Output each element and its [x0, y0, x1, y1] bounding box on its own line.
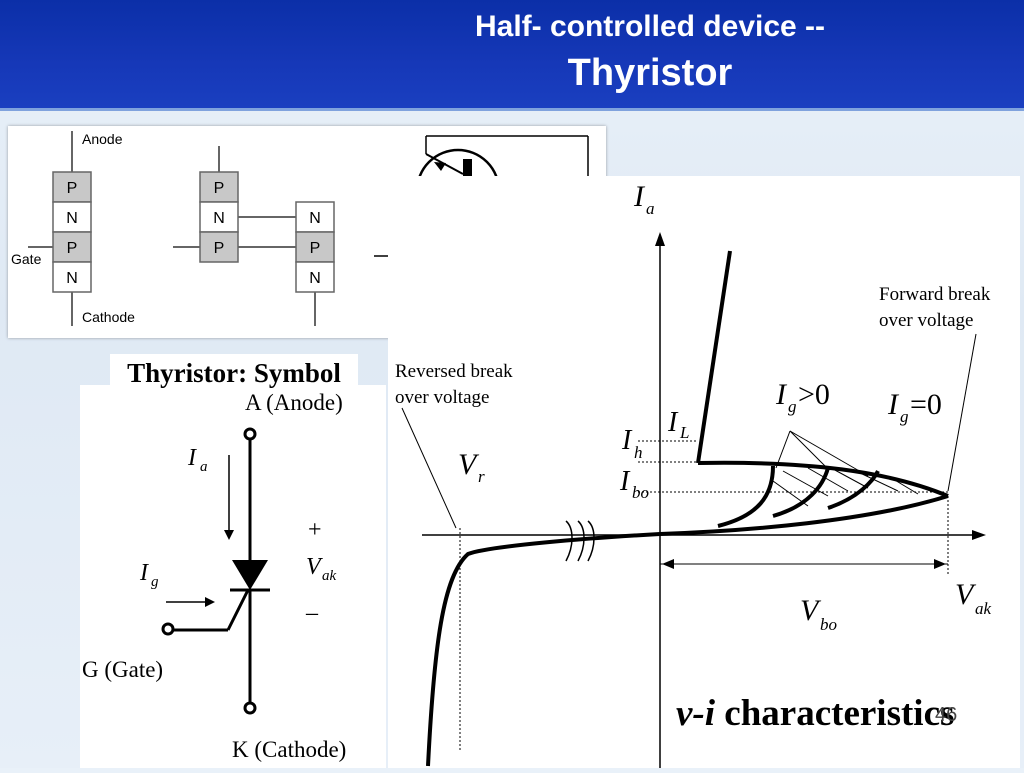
layer-p2-label: P [67, 240, 78, 257]
layer-p1-label: P [67, 180, 78, 197]
il-label: I [667, 407, 679, 438]
vr-sub: r [478, 467, 485, 486]
ia-label: I [187, 445, 197, 471]
plus-sign: + [308, 517, 322, 543]
symbol-heading: Thyristor: Symbol [110, 354, 358, 390]
characteristics-text: characteristics [715, 693, 955, 734]
symbol-panel: A (Anode) I a I g + V ak – G (Gate) K (C… [80, 385, 386, 768]
vak-axis-sub: ak [975, 599, 992, 618]
page-number: 46 [935, 704, 958, 726]
reversed-break-label-1: Reversed break [395, 361, 513, 382]
ia-sub: a [200, 459, 208, 475]
layer-n2-label: N [66, 270, 78, 287]
diode-triangle-icon [232, 560, 268, 590]
split-left-p: P [214, 180, 225, 197]
layer-n1-label: N [66, 210, 78, 227]
split-right-n2: N [309, 270, 321, 287]
forward-break-label-1: Forward break [879, 284, 991, 305]
vr-label: V [458, 448, 480, 481]
ig-zero-rest: =0 [910, 388, 942, 421]
vbo-sub: bo [820, 615, 837, 634]
vi-characteristic-curve: I a [395, 180, 992, 768]
split-left-n: N [213, 210, 225, 227]
reversed-break-label-2: over voltage [395, 387, 489, 408]
vbo-label: V [800, 594, 822, 627]
layer-n1 [52, 201, 92, 233]
ibo-label: I [619, 466, 631, 497]
slide-title-line1: Half- controlled device -- [474, 10, 826, 43]
slide-title-line2: Thyristor [567, 52, 733, 94]
anode-label: Anode [82, 131, 123, 147]
il-sub: L [679, 423, 689, 442]
forward-break-label-2: over voltage [879, 310, 973, 331]
gate-label: Gate [11, 251, 42, 267]
thyristor-symbol-diagram: A (Anode) I a I g + V ak – G (Gate) K (C… [82, 390, 346, 762]
split-right-p: P [310, 240, 321, 257]
vi-characteristics-caption: v-i characteristics [676, 692, 1016, 742]
vi-text: v-i [676, 693, 716, 734]
ig-zero-label: I [887, 388, 900, 421]
ih-sub: h [634, 443, 643, 462]
ig-positive-label: I [775, 378, 788, 411]
vak-axis-label: V [955, 578, 977, 611]
vak-label: V [306, 554, 323, 580]
anode-text: A (Anode) [245, 390, 343, 415]
gate-text: G (Gate) [82, 657, 163, 682]
ig-sub: g [151, 574, 159, 590]
slide-header: Half- controlled device -- Thyristor [0, 0, 1024, 111]
ih-label: I [621, 425, 633, 456]
split-left-p2: P [214, 240, 225, 257]
cathode-label: Cathode [82, 309, 135, 325]
ibo-sub: bo [632, 483, 649, 502]
cathode-text: K (Cathode) [232, 737, 346, 762]
minus-sign: – [305, 600, 319, 626]
ig-positive-sub: g [788, 397, 797, 416]
vi-characteristics-panel: I a [388, 176, 1020, 768]
vak-sub: ak [322, 568, 337, 584]
split-right-n: N [309, 210, 321, 227]
ia-axis-label: I [633, 180, 646, 213]
ia-axis-sub: a [646, 199, 655, 218]
ig-positive-rest: >0 [798, 378, 830, 411]
ig-zero-sub: g [900, 407, 909, 426]
ig-label: I [139, 560, 149, 586]
